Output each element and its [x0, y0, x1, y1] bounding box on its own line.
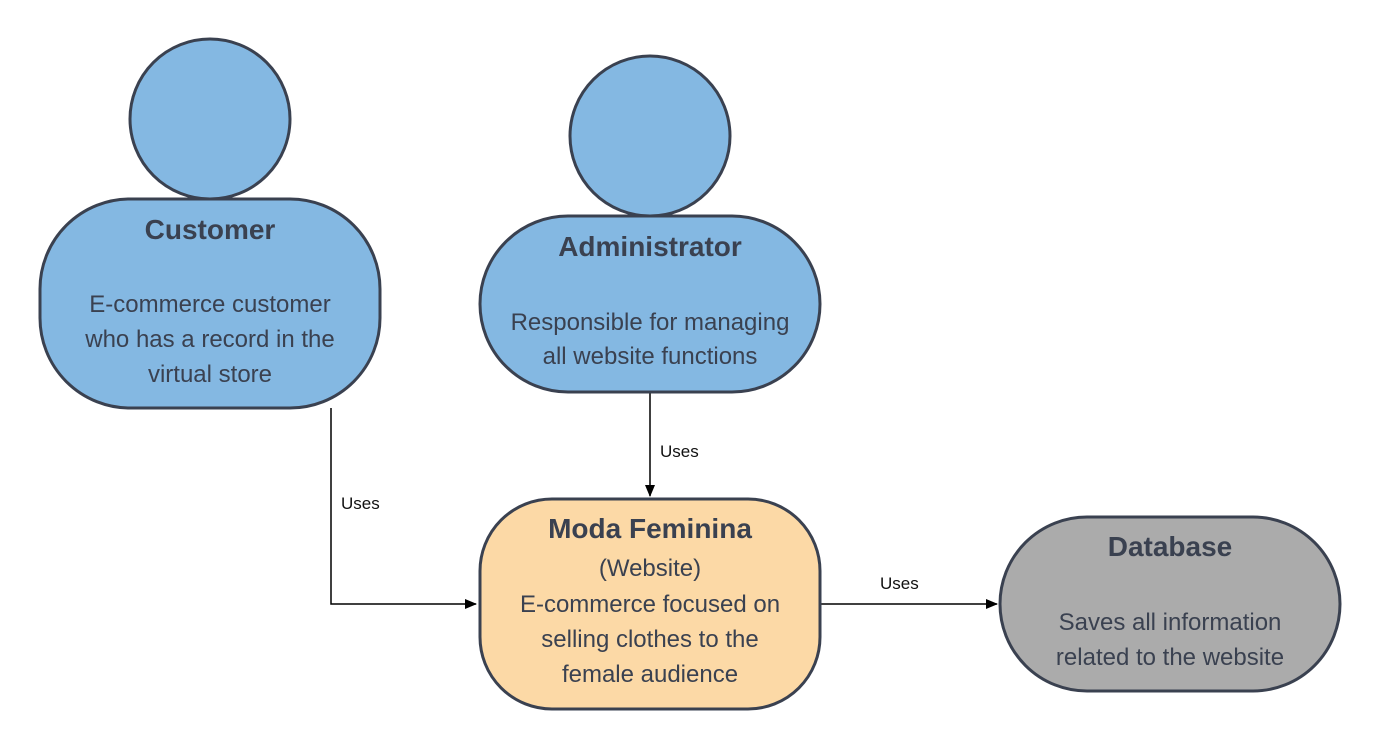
customer-description-line-3: virtual store	[148, 361, 272, 388]
edge-customer-to-website	[330, 408, 477, 609]
administrator-description-line-1: Responsible for managing	[511, 309, 790, 336]
customer-description-line-2: who has a record in the	[84, 326, 334, 353]
administrator-body-shape	[478, 214, 822, 394]
website-title: Moda Feminina	[548, 513, 752, 544]
administrator-head-shape	[568, 54, 732, 218]
customer-description-line-1: E-commerce customer	[89, 291, 330, 318]
edges: Uses Uses Uses	[330, 392, 998, 609]
customer-body-shape	[38, 197, 382, 410]
administrator-node[interactable]: Administrator Responsible for managing a…	[478, 54, 822, 394]
administrator-description-line-2: all website functions	[543, 343, 758, 370]
website-node[interactable]: Moda Feminina (Website) E-commerce focus…	[478, 497, 822, 711]
administrator-title: Administrator	[558, 231, 742, 262]
database-title: Database	[1108, 531, 1233, 562]
database-description-line-2: related to the website	[1056, 644, 1284, 671]
website-description-line-3: female audience	[562, 661, 738, 688]
website-description-line-1: E-commerce focused on	[520, 591, 780, 618]
website-description-line-2: selling clothes to the	[541, 626, 758, 653]
customer-node[interactable]: Customer E-commerce customer who has a r…	[38, 37, 382, 410]
database-description-line-1: Saves all information	[1059, 609, 1282, 636]
customer-head-shape	[128, 37, 292, 201]
website-subtitle: (Website)	[599, 555, 701, 582]
website-shape	[478, 497, 822, 711]
edge-label-administrator-uses: Uses	[660, 442, 699, 461]
customer-title: Customer	[145, 214, 276, 245]
edge-label-website-uses: Uses	[880, 574, 919, 593]
database-node[interactable]: Database Saves all information related t…	[998, 515, 1342, 693]
edge-label-customer-uses: Uses	[341, 494, 380, 513]
database-shape	[998, 515, 1342, 693]
